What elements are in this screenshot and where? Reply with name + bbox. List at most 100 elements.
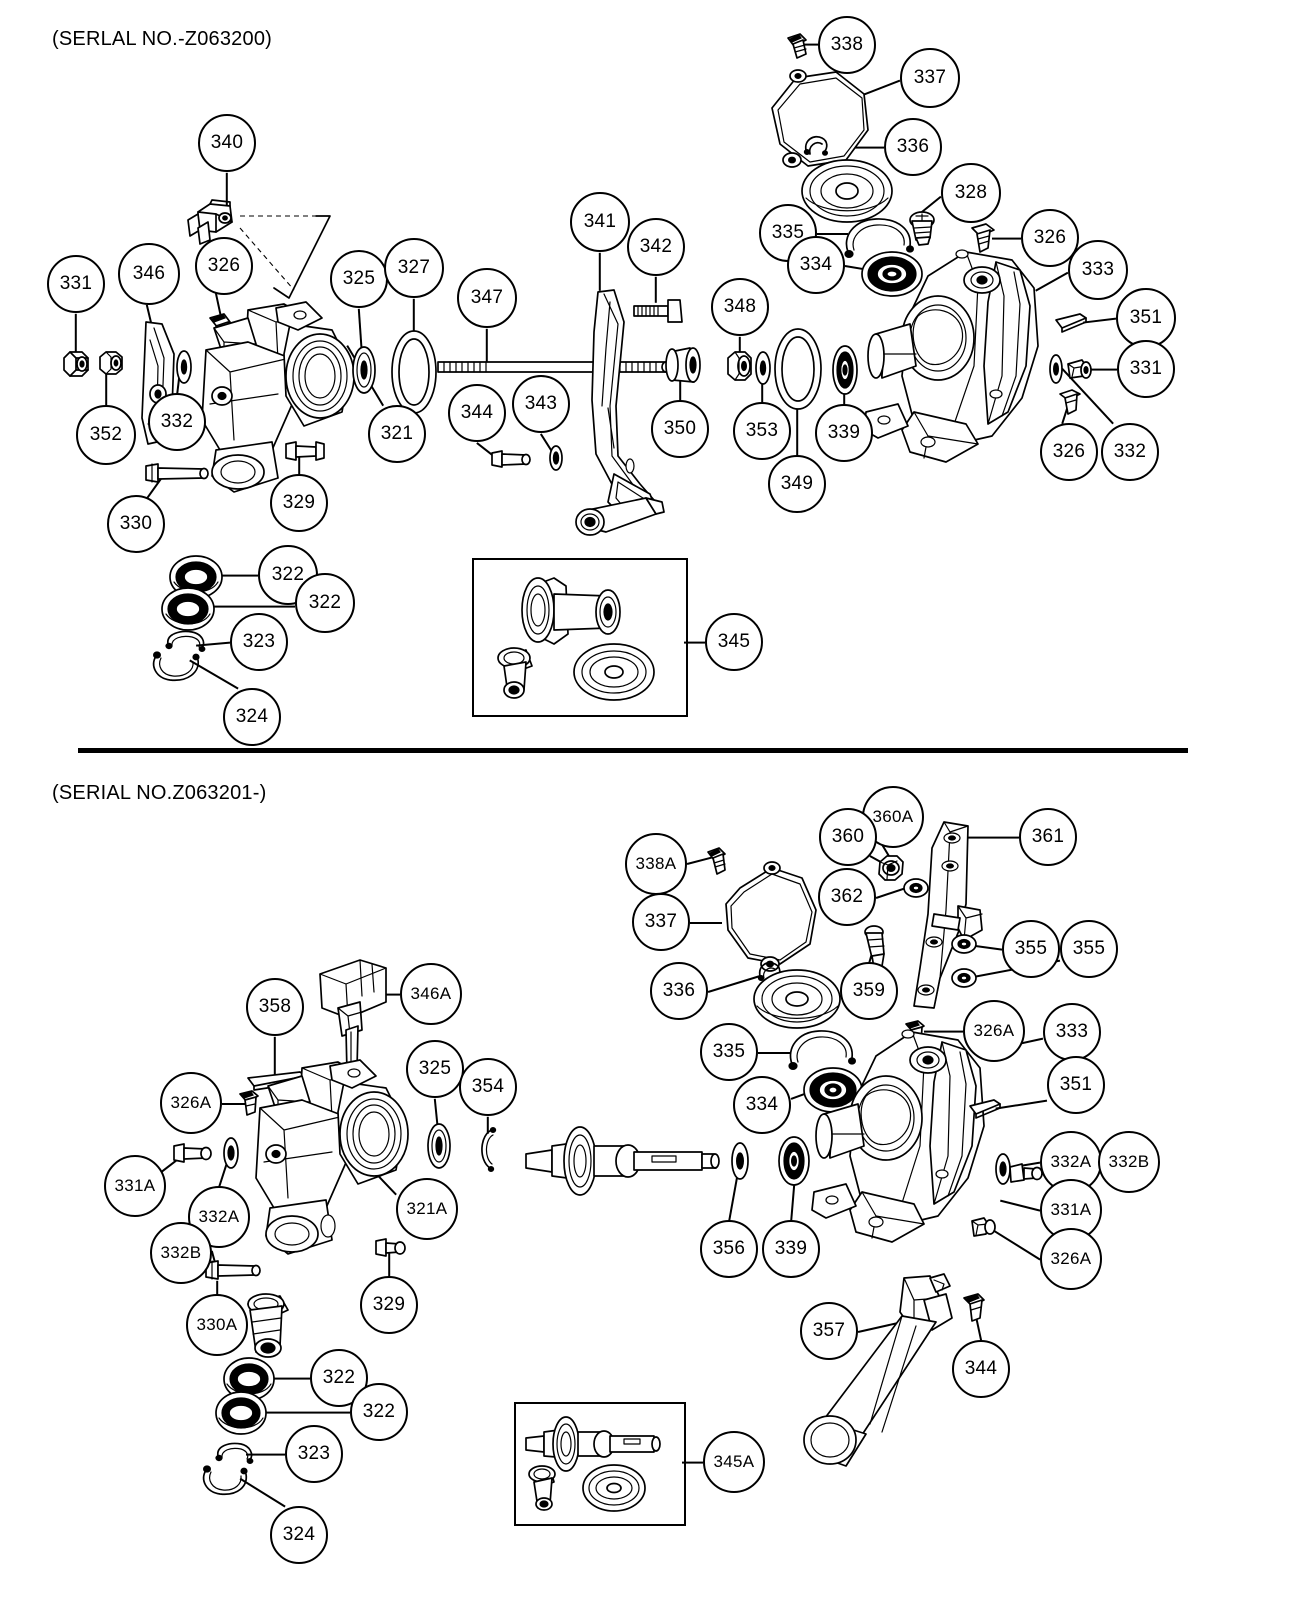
callout-bubble-359[interactable]: 359 <box>840 962 898 1020</box>
callout-bubble-330A[interactable]: 330A <box>186 1294 248 1356</box>
callout-bubble-346[interactable]: 346 <box>118 243 180 305</box>
part-326-screw-lowerright-art <box>1056 386 1084 416</box>
callout-bubble-330[interactable]: 330 <box>107 495 165 553</box>
callout-bubble-332B[interactable]: 332B <box>150 1222 212 1284</box>
callout-leader-331 <box>75 313 77 353</box>
callout-bubble-322[interactable]: 322 <box>350 1383 408 1441</box>
part-332A-washer-left-art <box>220 1136 242 1170</box>
part-344-bolt-lower-art <box>958 1292 992 1324</box>
callout-bubble-360[interactable]: 360 <box>819 808 877 866</box>
callout-bubble-325[interactable]: 325 <box>330 250 388 308</box>
callout-bubble-332[interactable]: 332 <box>1101 423 1159 481</box>
callout-bubble-358[interactable]: 358 <box>246 978 304 1036</box>
callout-bubble-345[interactable]: 345 <box>705 613 763 671</box>
callout-bubble-339[interactable]: 339 <box>762 1220 820 1278</box>
callout-bubble-329[interactable]: 329 <box>360 1276 418 1334</box>
callout-bubble-333[interactable]: 333 <box>1068 240 1128 300</box>
callout-bubble-329[interactable]: 329 <box>270 474 328 532</box>
callout-bubble-355[interactable]: 355 <box>1060 920 1118 978</box>
callout-bubble-324[interactable]: 324 <box>270 1506 328 1564</box>
callout-bubble-326A[interactable]: 326A <box>160 1072 222 1134</box>
callout-bubble-332[interactable]: 332 <box>148 393 206 451</box>
callout-leader-351 <box>995 1100 1048 1110</box>
part-357-pedal-arm-art <box>803 1272 976 1472</box>
callout-bubble-327[interactable]: 327 <box>384 238 444 298</box>
part-355-washer-1-art <box>950 932 978 956</box>
callout-bubble-346A[interactable]: 346A <box>400 963 462 1025</box>
callout-bubble-352[interactable]: 352 <box>76 405 136 465</box>
callout-bubble-331A[interactable]: 331A <box>104 1155 166 1217</box>
callout-leader-327 <box>413 298 415 331</box>
callout-bubble-323[interactable]: 323 <box>285 1425 343 1483</box>
callout-bubble-334[interactable]: 334 <box>787 236 845 294</box>
callout-bubble-321A[interactable]: 321A <box>396 1178 458 1240</box>
callout-bubble-337[interactable]: 337 <box>632 893 690 951</box>
callout-bubble-324[interactable]: 324 <box>223 688 281 746</box>
part-360-nut-art <box>874 852 908 884</box>
callout-bubble-343[interactable]: 343 <box>512 375 570 433</box>
callout-bubble-335[interactable]: 335 <box>700 1023 758 1081</box>
callout-bubble-326A[interactable]: 326A <box>1040 1228 1102 1290</box>
callout-leader-345 <box>684 642 705 644</box>
callout-bubble-339[interactable]: 339 <box>815 404 873 462</box>
callout-leader-337 <box>690 922 722 924</box>
callout-bubble-328[interactable]: 328 <box>941 163 1001 223</box>
part-332B-bolt-left-art <box>202 1258 264 1284</box>
callout-bubble-351[interactable]: 351 <box>1116 288 1176 348</box>
callout-bubble-336[interactable]: 336 <box>650 962 708 1020</box>
part-343-washer-art <box>546 444 566 472</box>
callout-bubble-362[interactable]: 362 <box>818 868 876 926</box>
callout-bubble-357[interactable]: 357 <box>800 1302 858 1360</box>
callout-bubble-347[interactable]: 347 <box>457 268 517 328</box>
part-325-seal-art <box>348 344 380 396</box>
callout-leader-335 <box>817 233 848 235</box>
callout-bubble-326A[interactable]: 326A <box>963 1000 1025 1062</box>
callout-bubble-350[interactable]: 350 <box>651 400 709 458</box>
callout-bubble-349[interactable]: 349 <box>768 455 826 513</box>
callout-bubble-337[interactable]: 337 <box>900 48 960 108</box>
callout-bubble-338[interactable]: 338 <box>818 16 876 74</box>
callout-bubble-326[interactable]: 326 <box>1040 423 1098 481</box>
callout-bubble-331[interactable]: 331 <box>47 255 105 313</box>
callout-bubble-323[interactable]: 323 <box>230 613 288 671</box>
callout-bubble-331[interactable]: 331 <box>1117 340 1175 398</box>
part-328-plug-art <box>906 208 942 246</box>
callout-bubble-361[interactable]: 361 <box>1019 808 1077 866</box>
part-321A-housing-art <box>240 1058 420 1288</box>
callout-bubble-340[interactable]: 340 <box>198 114 256 172</box>
callout-bubble-351[interactable]: 351 <box>1047 1056 1105 1114</box>
part-332A-washer-art <box>992 1152 1014 1186</box>
part-332B-bolt-art <box>1006 1160 1044 1186</box>
callout-leader-331A <box>999 1200 1041 1212</box>
callout-bubble-353[interactable]: 353 <box>733 402 791 460</box>
part-334-bearing-lower-art <box>802 1066 864 1114</box>
part-330A-bushing-art <box>238 1292 296 1362</box>
callout-bubble-345A[interactable]: 345A <box>703 1431 765 1493</box>
callout-bubble-355[interactable]: 355 <box>1002 920 1060 978</box>
callout-bubble-342[interactable]: 342 <box>627 218 685 276</box>
callout-bubble-332B[interactable]: 332B <box>1098 1131 1160 1193</box>
callout-bubble-321[interactable]: 321 <box>368 405 426 463</box>
callout-bubble-333[interactable]: 333 <box>1043 1003 1101 1061</box>
callout-leader-331 <box>1090 369 1117 371</box>
callout-bubble-344[interactable]: 344 <box>952 1340 1010 1398</box>
part-324-snapring-art <box>148 648 206 684</box>
callout-bubble-338A[interactable]: 338A <box>625 833 687 895</box>
callout-bubble-354[interactable]: 354 <box>459 1058 517 1116</box>
part-344-pin-art <box>488 448 532 470</box>
callout-bubble-325[interactable]: 325 <box>406 1040 464 1098</box>
callout-bubble-322[interactable]: 322 <box>295 573 355 633</box>
callout-bubble-344[interactable]: 344 <box>448 384 506 442</box>
callout-bubble-336[interactable]: 336 <box>884 118 942 176</box>
callout-bubble-326[interactable]: 326 <box>1021 209 1079 267</box>
part-354-snapring-art <box>474 1126 504 1172</box>
part-323-snapring-art <box>162 628 208 656</box>
callout-bubble-334[interactable]: 334 <box>733 1076 791 1134</box>
callout-bubble-356[interactable]: 356 <box>700 1220 758 1278</box>
callout-bubble-341[interactable]: 341 <box>570 192 630 252</box>
callout-bubble-332A[interactable]: 332A <box>188 1186 250 1248</box>
part-329-bolt-lower-art <box>372 1236 408 1260</box>
part-342-bolt-art <box>632 296 686 326</box>
callout-bubble-348[interactable]: 348 <box>711 278 769 336</box>
callout-bubble-326[interactable]: 326 <box>195 237 253 295</box>
